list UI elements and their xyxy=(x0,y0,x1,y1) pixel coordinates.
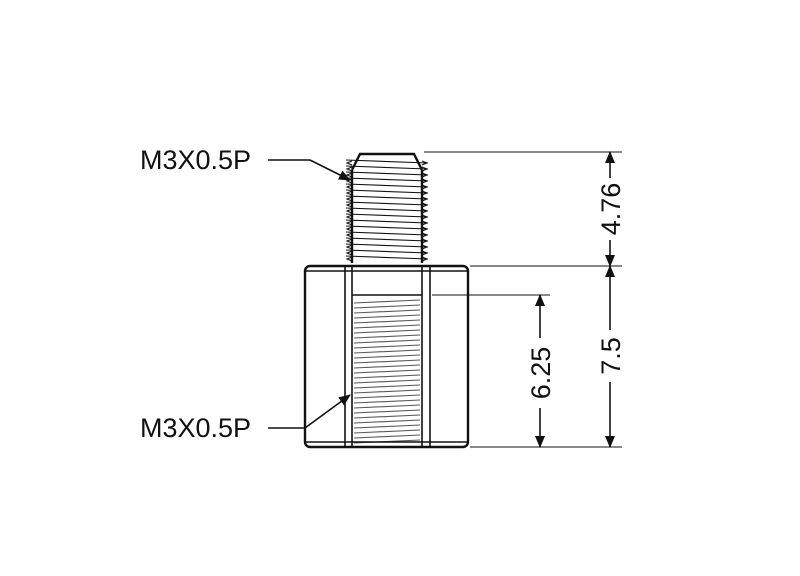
dimension-internal-thread: 6.25 xyxy=(526,294,556,448)
dimension-body-height: 7.5 xyxy=(596,265,626,448)
callout-top-label: M3X0.5P xyxy=(140,145,251,175)
dim-body-height-label: 7.5 xyxy=(596,337,626,375)
standoff-body xyxy=(303,264,470,449)
callout-bottom-label: M3X0.5P xyxy=(140,413,251,443)
male-thread xyxy=(345,152,429,263)
dim-internal-thread-label: 6.25 xyxy=(526,347,556,400)
dim-thread-length-label: 4.76 xyxy=(596,183,626,236)
dimension-thread-length: 4.76 xyxy=(596,151,626,267)
callout-bottom: M3X0.5P xyxy=(140,394,351,443)
callout-top: M3X0.5P xyxy=(140,145,351,181)
internal-thread xyxy=(353,299,421,444)
extension-lines xyxy=(424,151,622,448)
